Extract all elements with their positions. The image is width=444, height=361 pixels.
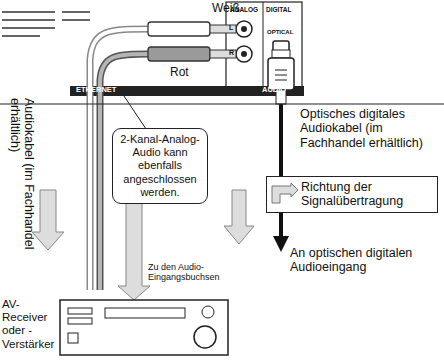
jack-label: L (229, 24, 233, 32)
port-label: ETHERNET (76, 86, 116, 95)
destination-label: An optischen digitalen Audioeingang (290, 246, 440, 275)
cable-note: Audiokabel (im Fachhandel erhältlich) (7, 98, 36, 258)
cable-note: Optisches digitales Audiokabel (im Fachh… (300, 107, 442, 150)
cable-color: Rot (170, 66, 189, 80)
port-label: AUDIO (262, 86, 286, 95)
legend-box: Richtung der Signalübertragung (266, 176, 438, 213)
jack-label: OPTICAL (267, 29, 293, 36)
legend-text: Richtung der Signalübertragung (301, 180, 431, 209)
jack-label: DIGITAL (266, 6, 292, 13)
device-label: AV-Receiver oder -Verstärker (2, 298, 58, 351)
jack-label: R (229, 49, 234, 57)
arrow-sample (271, 183, 299, 205)
callout-text: 2-Kanal-Analog-Audio kann ebenfalls ange… (118, 133, 202, 199)
destination-label: Zu den Audio-Eingangsbuchsen (148, 262, 226, 283)
callout-box: 2-Kanal-Analog-Audio kann ebenfalls ange… (112, 128, 208, 204)
jack-label: ANALOG (230, 6, 258, 13)
